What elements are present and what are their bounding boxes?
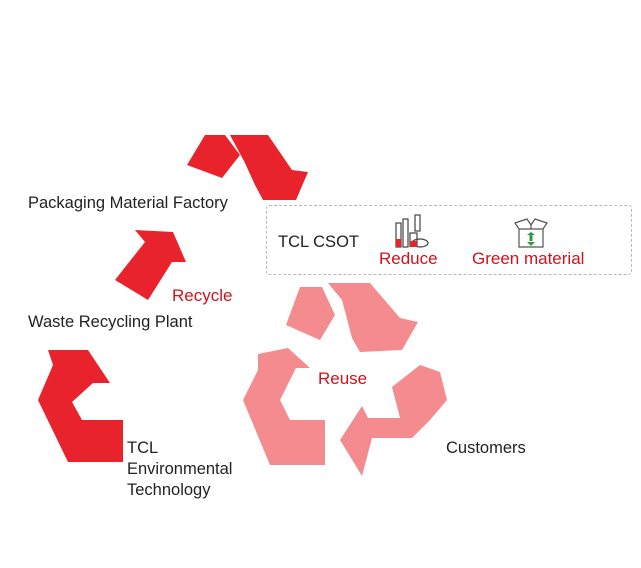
arrow-factory-top-left — [187, 135, 240, 178]
csot-title: TCL CSOT — [278, 233, 359, 251]
arrow-reuse-top-left — [286, 287, 335, 340]
arrow-reuse-left — [243, 348, 325, 465]
arrow-reuse-top-right — [328, 283, 418, 352]
customers-label: Customers — [446, 439, 526, 457]
waste-plant-label: Waste Recycling Plant — [28, 313, 193, 331]
arrow-factory-top-right — [230, 135, 308, 200]
recycle-label: Recycle — [172, 286, 233, 305]
packaging-factory-label: Packaging Material Factory — [28, 194, 228, 212]
green-material-label: Green material — [472, 249, 585, 268]
box-recycle-icon — [514, 218, 548, 248]
arrow-reuse-right — [340, 365, 447, 476]
reuse-loop — [243, 283, 447, 476]
factory-icon — [395, 214, 429, 248]
reuse-label: Reuse — [318, 369, 368, 388]
tcl-env-label-line1: TCL — [127, 439, 159, 457]
arrow-tcl-to-waste — [38, 350, 123, 462]
tcl-env-label-line2: Environmental — [127, 460, 233, 478]
csot-box: TCL CSOT Reduce Green material — [266, 205, 632, 275]
arrow-waste-to-factory — [115, 230, 186, 300]
tcl-env-label-line3: Technology — [127, 481, 211, 499]
recycle-loop — [38, 135, 308, 462]
reduce-label: Reduce — [379, 249, 438, 268]
